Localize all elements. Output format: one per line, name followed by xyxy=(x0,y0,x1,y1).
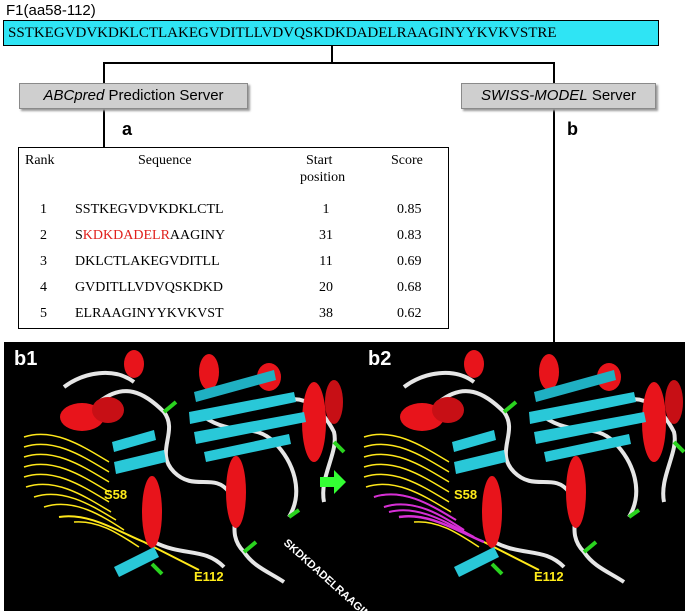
sequence-prefix: ELRAAGINYYKVKVST xyxy=(75,306,224,321)
header-score: Score xyxy=(391,153,423,168)
sequence-cell: GVDITLLVDVQSKDKD xyxy=(75,280,223,296)
sequence-prefix: DKLCTLAKEGVDITLL xyxy=(75,254,220,269)
start-cell: 1 xyxy=(322,202,330,217)
b2-e112-label: E112 xyxy=(534,569,564,584)
header-position: position xyxy=(300,170,346,185)
panel-label-b: b xyxy=(567,119,578,139)
panel-label-a: a xyxy=(122,119,133,139)
connector-right-to-structure xyxy=(553,109,555,342)
swiss-model-name: SWISS-MODEL xyxy=(480,87,588,104)
b1-e112-label: E112 xyxy=(194,569,224,584)
b1-s58-label: S58 xyxy=(104,487,128,502)
score-cell: 0.83 xyxy=(397,228,422,243)
abcpred-suffix: Prediction Server xyxy=(104,87,224,104)
start-cell: 31 xyxy=(319,228,333,243)
panel-label-b2: b2 xyxy=(368,348,392,370)
abcpred-name: ABCpred xyxy=(43,87,105,104)
sequence-prefix: GVDITLLVDVQSKDKD xyxy=(75,280,224,295)
protein-structure-render xyxy=(23,348,685,584)
fragment-sequence-bar: SSTKEGVDVKDKLCTLAKEGVDITLLVDVQSKDKDADELR… xyxy=(3,20,659,46)
header-sequence: Sequence xyxy=(138,153,192,168)
rank-cell: 3 xyxy=(40,254,47,269)
score-cell: 0.68 xyxy=(397,280,422,295)
panel-label-b1: b1 xyxy=(14,348,38,370)
connector-right-drop xyxy=(553,62,555,83)
sequence-cell: SKDKDADELRAAGINY xyxy=(75,228,225,244)
score-cell: 0.62 xyxy=(397,306,422,321)
start-cell: 38 xyxy=(319,306,333,321)
structure-b2 xyxy=(363,348,685,584)
swiss-model-suffix: Server xyxy=(587,87,637,104)
rank-cell: 5 xyxy=(40,306,47,321)
connector-stem xyxy=(331,46,333,63)
epitope-prediction-table: Rank Sequence Start position Score 1 SSTK… xyxy=(18,147,449,329)
connector-left-to-table xyxy=(103,109,105,147)
sequence-cell: ELRAAGINYYKVKVST xyxy=(75,306,224,322)
score-cell: 0.85 xyxy=(397,202,422,217)
connector-left-drop xyxy=(103,62,105,83)
sequence-cell: DKLCTLAKEGVDITLL xyxy=(75,254,220,270)
rank-cell: 1 xyxy=(40,202,47,217)
sequence-highlight: KDKDADELR xyxy=(82,228,170,243)
sequence-cell: SSTKEGVDVKDKLCTL xyxy=(75,202,224,218)
start-cell: 11 xyxy=(319,254,333,269)
rank-cell: 4 xyxy=(40,280,47,295)
structure-panel: b1 b2 S58 E112 S58 E112 SKDKDADELRAAGINY xyxy=(4,342,685,611)
swiss-model-server-box: SWISS-MODEL Server xyxy=(461,83,656,109)
start-cell: 20 xyxy=(319,280,333,295)
fragment-title: F1(aa58-112) xyxy=(6,2,96,19)
header-start: Start xyxy=(306,153,333,168)
transition-arrow-icon xyxy=(320,470,346,494)
sequence-prefix: SSTKEGVDVKDKLCTL xyxy=(75,202,224,217)
header-rank: Rank xyxy=(25,153,55,168)
sequence-suffix: AAGINY xyxy=(169,228,226,243)
rank-cell: 2 xyxy=(40,228,47,243)
connector-horizontal xyxy=(103,62,554,64)
score-cell: 0.69 xyxy=(397,254,422,269)
b2-s58-label: S58 xyxy=(454,487,478,502)
sequence-prefix: S xyxy=(75,228,83,243)
abcpred-server-box: ABCpred Prediction Server xyxy=(19,83,248,109)
